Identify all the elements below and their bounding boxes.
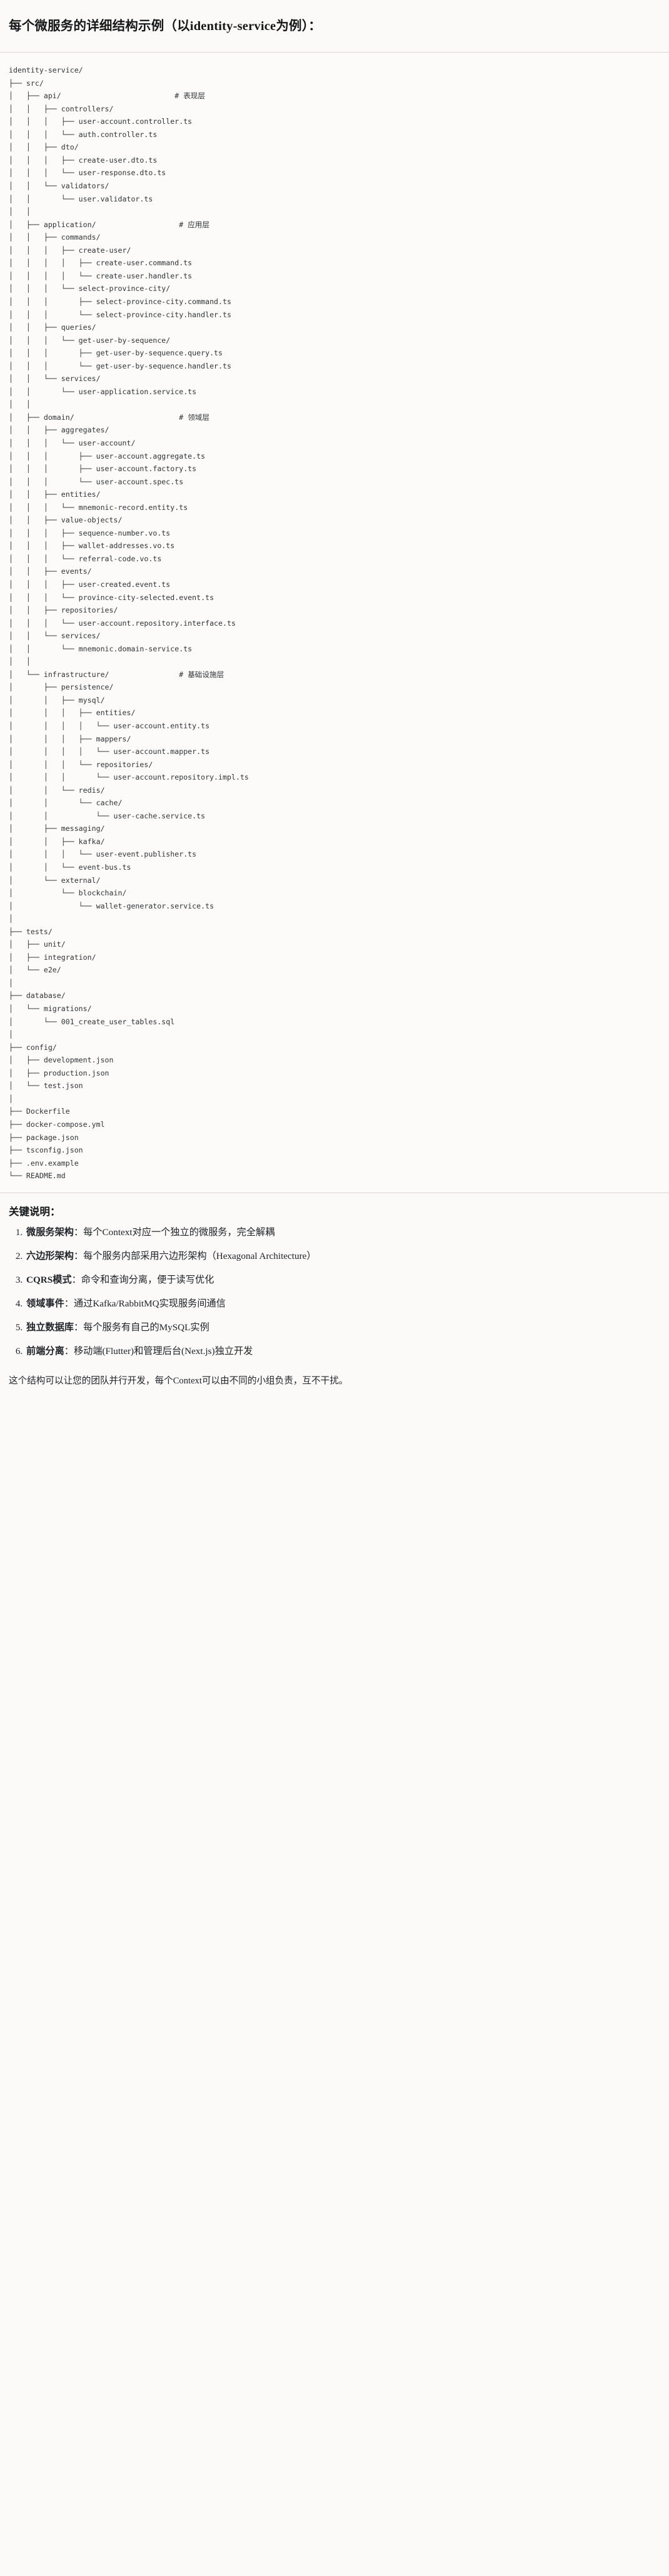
directory-tree-block: identity-service/ ├── src/ │ ├── api/ # … xyxy=(0,53,669,1193)
key-point-separator: ： xyxy=(73,1250,84,1261)
tree-layer-comment: # 领域层 xyxy=(179,412,209,422)
key-points-section: 关键说明： 微服务架构：每个Context对应一个独立的微服务，完全解耦六边形架… xyxy=(0,1193,669,1367)
key-point-term: 微服务架构 xyxy=(26,1226,74,1238)
key-point-description: 命令和查询分离，便于读写优化 xyxy=(81,1274,214,1285)
key-point-separator: ： xyxy=(64,1298,74,1309)
key-point-item: 微服务架构：每个Context对应一个独立的微服务，完全解耦 xyxy=(25,1226,660,1240)
key-point-description: 移动端(Flutter)和管理后台(Next.js)独立开发 xyxy=(73,1345,253,1357)
tree-layer-comment: # 表现层 xyxy=(174,91,205,101)
key-point-separator: ： xyxy=(64,1345,74,1357)
key-points-title: 关键说明： xyxy=(9,1205,61,1218)
key-point-description: 每个服务有自己的MySQL实例 xyxy=(83,1321,209,1333)
closing-paragraph: 这个结构可以让您的团队并行开发，每个Context可以由不同的小组负责，互不干扰… xyxy=(9,1375,348,1386)
page-title: 每个微服务的详细结构示例（以identity-service为例）： xyxy=(9,19,321,33)
key-point-term: 六边形架构 xyxy=(26,1250,74,1261)
key-point-item: 独立数据库：每个服务有自己的MySQL实例 xyxy=(25,1321,660,1335)
key-point-term: CQRS模式 xyxy=(26,1274,72,1285)
key-point-item: 六边形架构：每个服务内部采用六边形架构（Hexagonal Architectu… xyxy=(25,1250,660,1263)
key-point-description: 通过Kafka/RabbitMQ实现服务间通信 xyxy=(73,1298,226,1309)
heading-divider xyxy=(0,52,669,53)
key-point-item: 领域事件：通过Kafka/RabbitMQ实现服务间通信 xyxy=(25,1297,660,1311)
key-point-item: 前端分离：移动端(Flutter)和管理后台(Next.js)独立开发 xyxy=(25,1345,660,1358)
key-point-description: 每个服务内部采用六边形架构（Hexagonal Architecture） xyxy=(83,1250,316,1261)
key-point-item: CQRS模式：命令和查询分离，便于读写优化 xyxy=(25,1273,660,1287)
key-point-separator: ： xyxy=(71,1274,81,1285)
key-point-term: 独立数据库 xyxy=(26,1321,74,1333)
tree-layer-comment: # 应用层 xyxy=(179,220,209,229)
key-point-term: 前端分离 xyxy=(26,1345,64,1357)
directory-tree: identity-service/ ├── src/ │ ├── api/ # … xyxy=(9,66,249,1181)
tree-layer-comment: # 基础设施层 xyxy=(179,669,224,679)
key-point-separator: ： xyxy=(73,1321,84,1333)
key-points-list: 微服务架构：每个Context对应一个独立的微服务，完全解耦六边形架构：每个服务… xyxy=(9,1226,660,1358)
key-point-separator: ： xyxy=(73,1226,84,1238)
key-point-description: 每个Context对应一个独立的微服务，完全解耦 xyxy=(83,1226,275,1238)
key-point-term: 领域事件 xyxy=(26,1298,64,1309)
